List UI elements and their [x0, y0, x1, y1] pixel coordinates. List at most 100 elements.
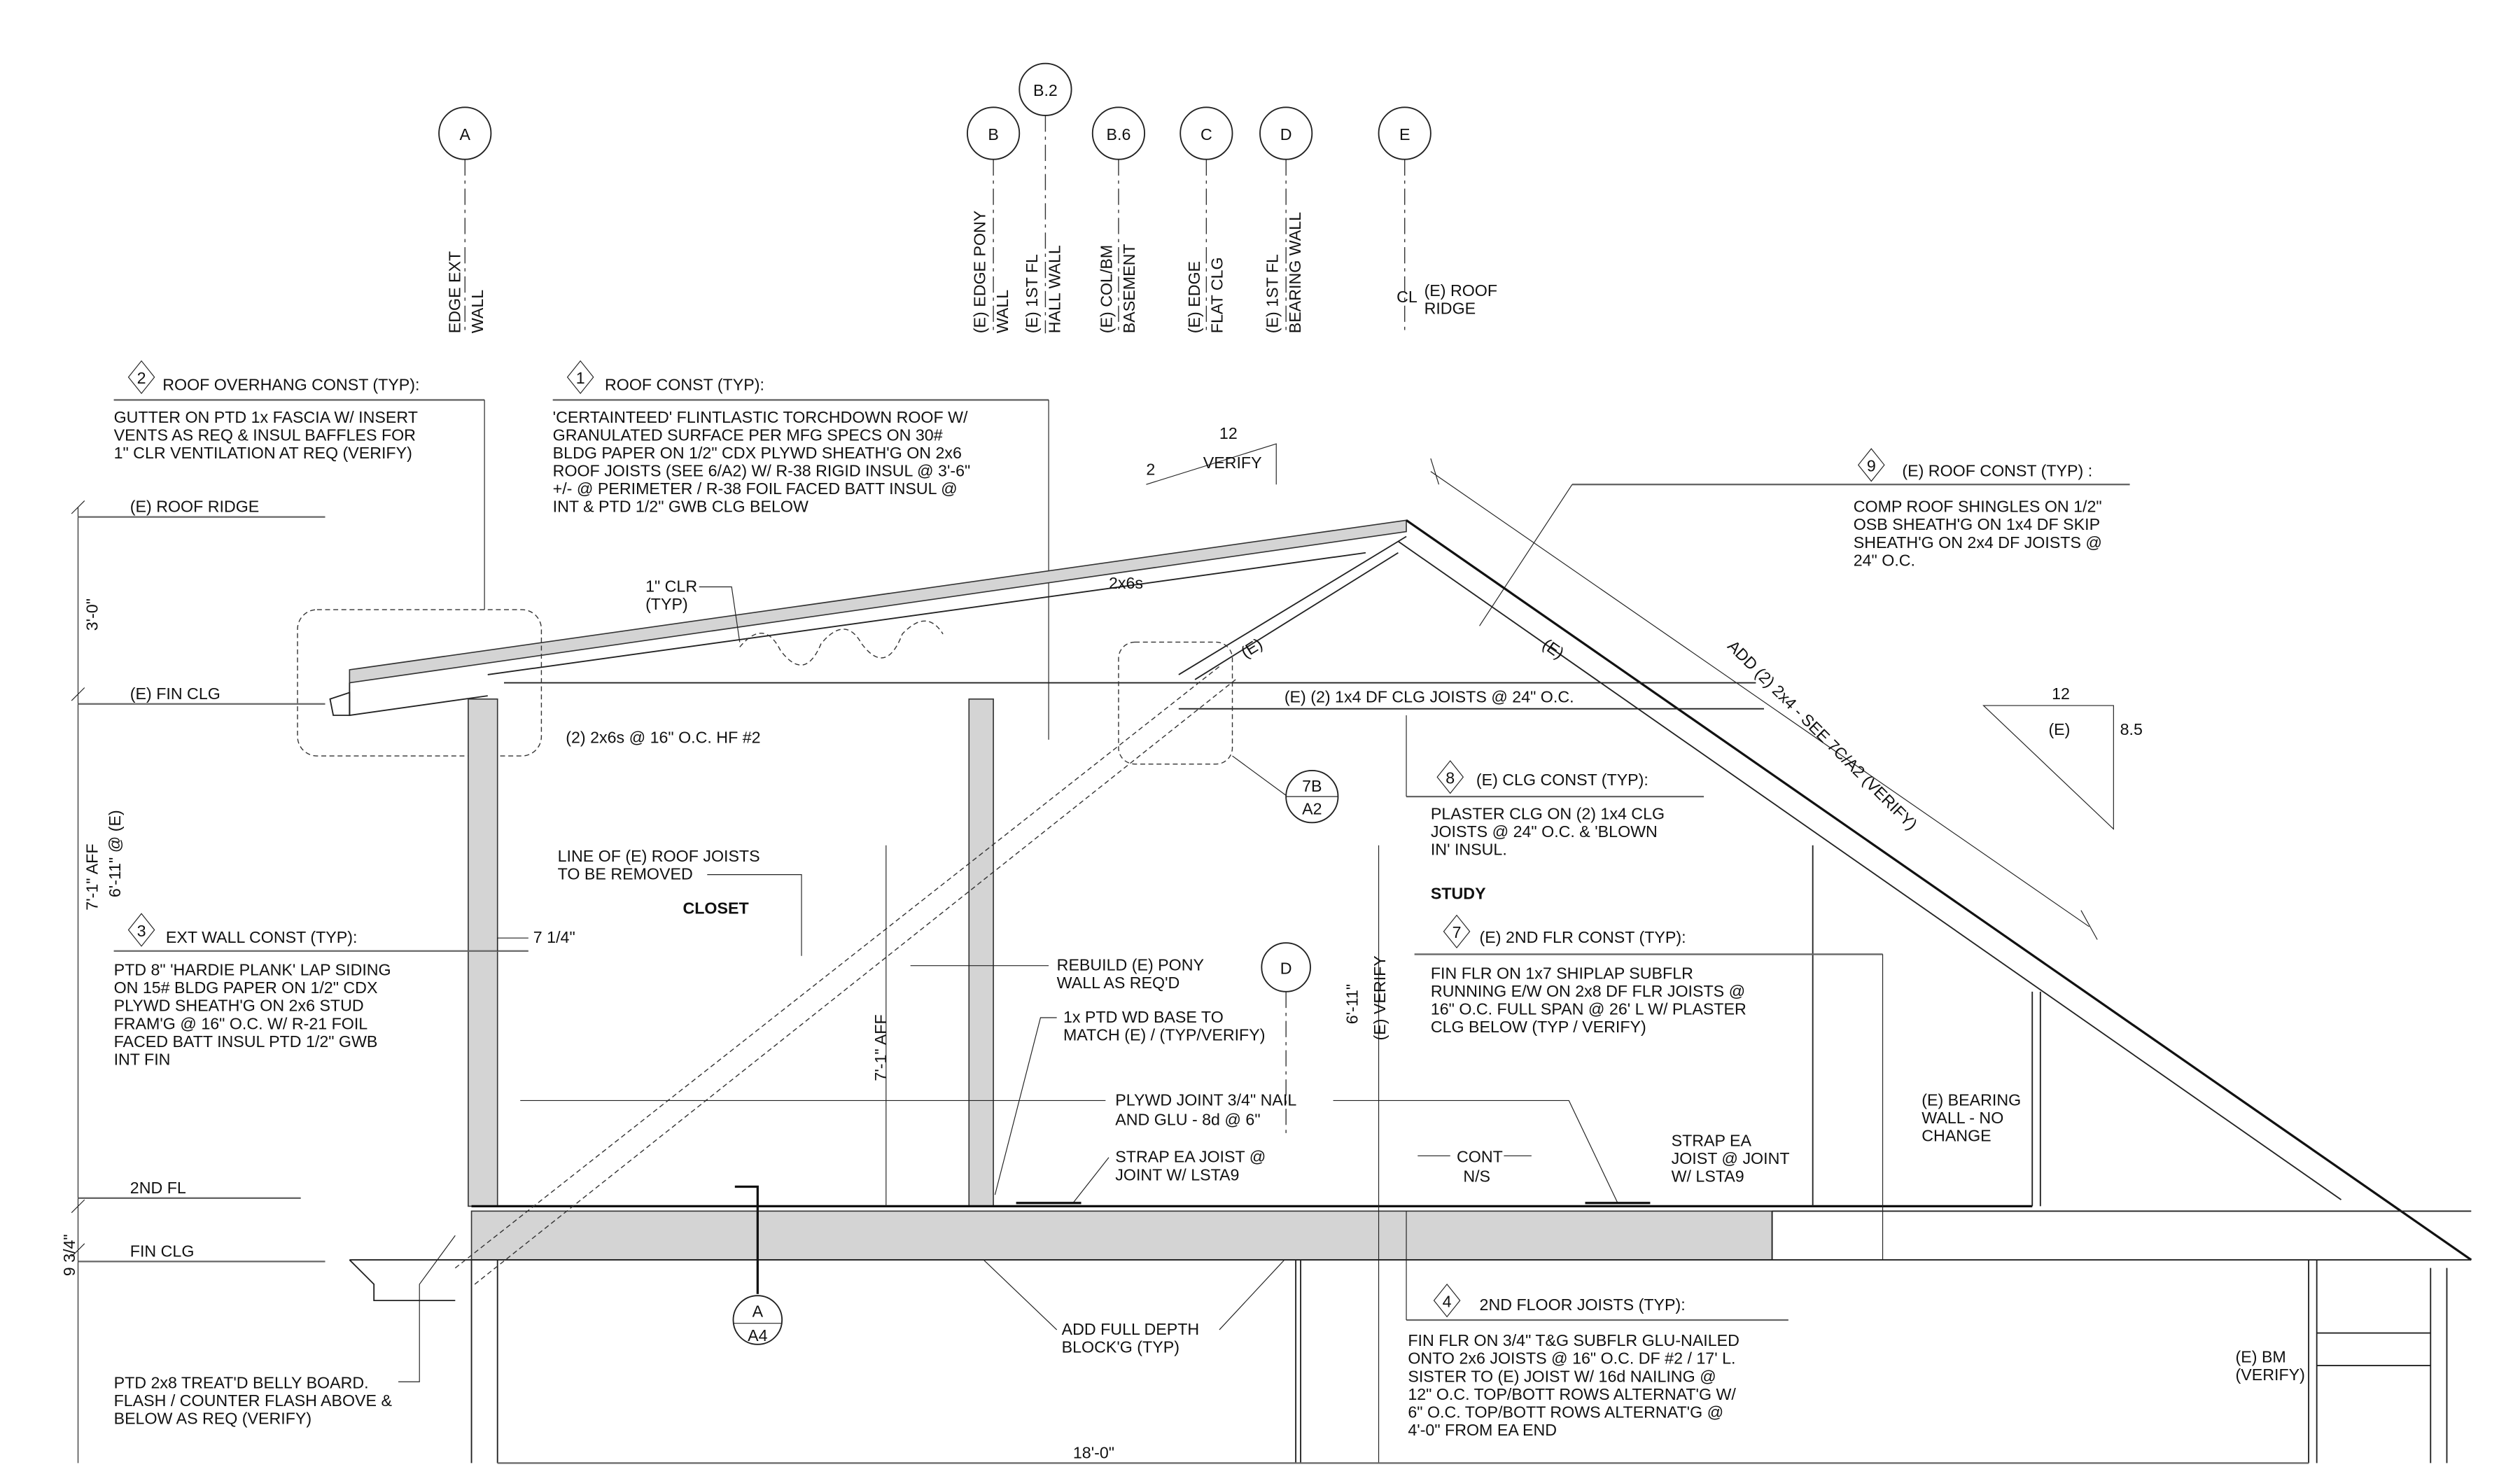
existing-rafter-label: (E) [1539, 635, 1567, 662]
note-diamond-icon [566, 360, 594, 395]
grid-lines: A B B.2 B.6 C D E EDGE EXT WALL (E) EDGE… [438, 62, 1497, 334]
base-label: MATCH (E) / (TYP/VERIFY) [1063, 1026, 1266, 1044]
section-sheet: A4 [748, 1326, 767, 1345]
grid-label-c-1: (E) EDGE [1185, 261, 1203, 333]
note-existing-clg-const: 8 (E) CLG CONST (TYP): PLASTER CLG ON (2… [1406, 715, 1704, 859]
strap-label: JOINT W/ LSTA9 [1115, 1165, 1239, 1184]
roof-structure [297, 458, 2472, 1261]
note-line: FACED BATT INSUL PTD 1/2" GWB [114, 1032, 378, 1051]
belly-board-label: PTD 2x8 TREAT'D BELLY BOARD. [114, 1374, 369, 1392]
note-line: PLASTER CLG ON (2) 1x4 CLG [1431, 805, 1665, 823]
bearing-wall-label: (E) BEARING [1921, 1090, 2021, 1109]
note-2nd-floor-joists: 4 2ND FLOOR JOISTS (TYP): FIN FLR ON 3/4… [1406, 1211, 1788, 1439]
level-existing-fin-clg: (E) FIN CLG [130, 685, 220, 703]
note-line: COMP ROOF SHINGLES ON 1/2" [1854, 498, 2102, 516]
note-number: 3 [137, 922, 146, 940]
strap-label: JOIST @ JOINT [1672, 1149, 1790, 1167]
closet-height-dim: 7'-1" AFF [872, 1014, 890, 1081]
grid-label-a-2: WALL [468, 290, 486, 333]
base-label: 1x PTD WD BASE TO [1063, 1008, 1224, 1026]
room-label-study: STUDY [1431, 884, 1486, 902]
rafters-label: 2x6s [1109, 574, 1143, 592]
grid-label-d-1: (E) 1ST FL [1264, 254, 1282, 333]
note-line: CLG BELOW (TYP / VERIFY) [1431, 1018, 1646, 1036]
note-title: ROOF CONST (TYP): [605, 375, 764, 393]
note-line: FIN FLR ON 1x7 SHIPLAP SUBFLR [1431, 964, 1693, 982]
span-dimension: 18'-0" [1073, 1443, 1114, 1461]
grid-label-d-2: BEARING WALL [1286, 212, 1304, 333]
slope-rise: 8.5 [2120, 720, 2143, 738]
note-line: ON 15# BLDG PAPER ON 1/2" CDX [114, 978, 378, 997]
note-diamond-icon [127, 913, 155, 947]
grid-bubble-b: B [988, 125, 999, 143]
slope-note: VERIFY [1203, 454, 1262, 472]
grid-bubble-a: A [460, 125, 471, 143]
note-line: VENTS AS REQ & INSUL BAFFLES FOR [114, 426, 416, 444]
clearance-label: (TYP) [645, 595, 688, 613]
slope-note: (E) [2048, 720, 2070, 738]
note-number: 8 [1446, 769, 1455, 787]
note-diamond-icon [1433, 1283, 1461, 1318]
plywood-joint-label: AND GLU - 8d @ 6" [1115, 1110, 1260, 1128]
note-line: ONTO 2x6 JOISTS @ 16" O.C. DF #2 / 17' L… [1408, 1349, 1735, 1368]
note-line: 'CERTAINTEED' FLINTLASTIC TORCHDOWN ROOF… [553, 408, 968, 426]
note-line: PTD 8" 'HARDIE PLANK' LAP SIDING [114, 961, 391, 979]
remove-joists-label: LINE OF (E) ROOF JOISTS [558, 847, 760, 865]
note-line: FIN FLR ON 3/4" T&G SUBFLR GLU-NAILED [1408, 1331, 1740, 1349]
strap-label: W/ LSTA9 [1672, 1167, 1744, 1186]
note-roof-overhang: 2 ROOF OVERHANG CONST (TYP): GUTTER ON P… [114, 360, 485, 610]
note-line: GUTTER ON PTD 1x FASCIA W/ INSERT [114, 408, 418, 426]
grid-label-e-2: RIDGE [1424, 299, 1476, 317]
level-markers: (E) ROOF RIDGE (E) FIN CLG 2ND FL FIN CL… [60, 498, 326, 1464]
bearing-wall-label: WALL - NO [1921, 1109, 2003, 1127]
note-line: 4'-0" FROM EA END [1408, 1421, 1557, 1439]
grid-label-b6-2: BASEMENT [1120, 244, 1138, 333]
gutter-icon [329, 692, 351, 716]
section-letter: A [752, 1302, 764, 1320]
blocking-label: BLOCK'G (TYP) [1062, 1338, 1180, 1356]
note-diamond-icon [1436, 760, 1464, 794]
note-existing-2nd-flr-const: 7 (E) 2ND FLR CONST (TYP): FIN FLR ON 1x… [1414, 914, 1884, 1261]
note-title: EXT WALL CONST (TYP): [166, 928, 358, 946]
note-line: BLDG PAPER ON 1/2" CDX PLYWD SHEATH'G ON… [553, 444, 962, 462]
detail-number: 7B [1302, 777, 1322, 795]
grid-bubble-b2: B.2 [1033, 81, 1058, 99]
dim-7-1-aff: 7'-1" AFF [83, 843, 101, 910]
grid-bubble-d-lower: D [1261, 942, 1311, 1138]
strap-label: STRAP EA [1672, 1131, 1752, 1149]
room-label-closet: CLOSET [682, 899, 748, 917]
slope-run: 12 [1219, 424, 1238, 442]
note-line: 6" O.C. TOP/BOTT ROWS ALTERNAT'G @ [1408, 1403, 1723, 1421]
note-line: 1" CLR VENTILATION AT REQ (VERIFY) [114, 444, 412, 462]
note-line: 24" O.C. [1854, 551, 1915, 569]
grid-label-b-2: WALL [993, 290, 1011, 333]
belly-board-label: BELOW AS REQ (VERIFY) [114, 1410, 312, 1428]
belly-board-label: FLASH / COUNTER FLASH ABOVE & [114, 1391, 393, 1410]
beam-label: (E) BM [2236, 1347, 2286, 1366]
note-ext-wall-const: 3 EXT WALL CONST (TYP): 7 1/4" PTD 8" 'H… [114, 913, 575, 1068]
pony-wall-label: REBUILD (E) PONY [1057, 956, 1204, 974]
grid-bubble-b6: B.6 [1107, 125, 1131, 143]
level-fin-clg: FIN CLG [130, 1242, 195, 1260]
note-roof-const: 1 ROOF CONST (TYP): 'CERTAINTEED' FLINTL… [552, 360, 1049, 740]
grid-bubble-c: C [1200, 125, 1212, 143]
dim-3-0: 3'-0" [83, 598, 101, 631]
detail-sheet: A2 [1302, 800, 1322, 818]
slope-indicator-new: 12 2 VERIFY [1146, 424, 1277, 485]
grid-bubble-d: D [1280, 125, 1292, 143]
note-line: OSB SHEATH'G ON 1x4 DF SKIP [1854, 515, 2100, 533]
note-line: 12" O.C. TOP/BOTT ROWS ALTERNAT'G W/ [1408, 1385, 1736, 1403]
note-title: (E) 2ND FLR CONST (TYP): [1480, 928, 1686, 946]
grid-label: D [1280, 959, 1292, 977]
detail-callout-7b: 7B A2 [1285, 770, 1339, 824]
grid-label-e-1: (E) ROOF [1424, 281, 1497, 300]
slope-indicator-existing: 12 8.5 (E) [1982, 685, 2143, 830]
new-ceiling-joists-label: (2) 2x6s @ 16" O.C. HF #2 [566, 728, 760, 746]
study-height-verify: (E) VERIFY [1371, 955, 1389, 1040]
note-line: +/- @ PERIMETER / R-38 FOIL FACED BATT I… [553, 479, 958, 498]
note-diamond-icon [127, 360, 155, 395]
level-second-floor: 2ND FL [130, 1179, 186, 1197]
note-title: ROOF OVERHANG CONST (TYP): [162, 375, 419, 393]
note-number: 2 [137, 369, 146, 387]
